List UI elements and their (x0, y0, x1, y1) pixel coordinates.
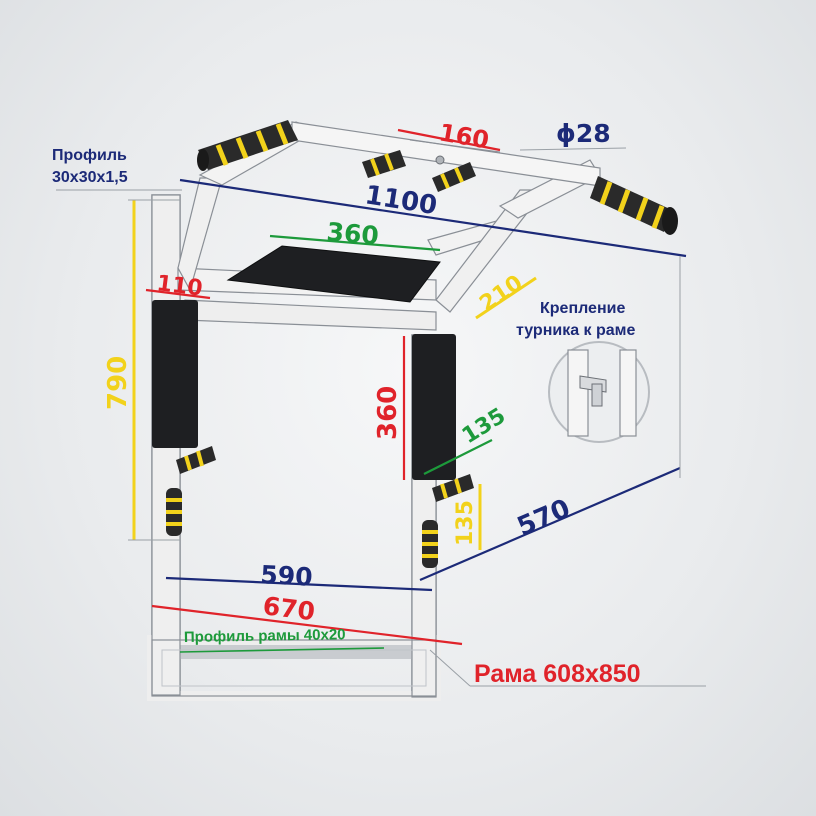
dim-value-110: 110 (155, 271, 204, 301)
dim-line-1100 (179, 178, 687, 258)
dimension-values: 1100 160 ϕ28 360 210 110 790 360 135 135… (103, 118, 611, 626)
dim-value-670: 670 (261, 591, 316, 626)
profile-top-label-line1: Профиль (52, 147, 127, 164)
dim-value-360-side: 360 (373, 386, 403, 440)
dim-value-210: 210 (475, 271, 527, 317)
dim-line-670 (151, 604, 463, 646)
back-cushion-right (412, 334, 456, 480)
dim-value-diameter: ϕ28 (556, 119, 611, 148)
mount-detail-inset (548, 341, 650, 443)
dimension-lines (56, 128, 706, 687)
pads (152, 245, 456, 480)
dim-value-570: 570 (513, 494, 575, 543)
callout-labels: Профиль 30x30x1,5 Крепление турника к ра… (52, 147, 641, 688)
handle-right (432, 474, 474, 502)
dim-value-360-top: 360 (325, 217, 380, 250)
dim-value-135-yellow: 135 (453, 500, 478, 546)
grip-center-left (362, 150, 406, 178)
vertical-grip-left (166, 488, 182, 536)
grip-center-right (432, 162, 476, 192)
handle-left (176, 446, 216, 474)
dim-line-360-top (269, 234, 441, 252)
dim-line-570 (419, 466, 681, 582)
frame-size-label: Рама 608x850 (474, 660, 641, 688)
dim-line-160 (397, 128, 501, 152)
dim-line-210 (475, 276, 537, 320)
dim-value-590: 590 (260, 560, 314, 592)
foam-grips (166, 120, 678, 568)
dim-value-790: 790 (103, 356, 133, 410)
dim-line-590 (165, 576, 433, 592)
vertical-grip-right (422, 520, 438, 568)
mount-label-line1: Крепление (540, 300, 625, 317)
seat-pad (226, 245, 441, 303)
dim-line-135-green (423, 439, 493, 475)
back-cushion-left (152, 300, 198, 448)
grip-top-left (197, 120, 298, 171)
dim-value-1100: 1100 (363, 180, 439, 221)
frame-profile-label: Профиль рамы 40x20 (184, 626, 346, 646)
profile-top-label-line2: 30x30x1,5 (52, 169, 128, 186)
grip-top-right (590, 176, 678, 235)
dim-line-110 (145, 288, 211, 300)
dim-value-135-green: 135 (458, 404, 510, 450)
mount-label-line2: турника к раме (516, 322, 636, 339)
